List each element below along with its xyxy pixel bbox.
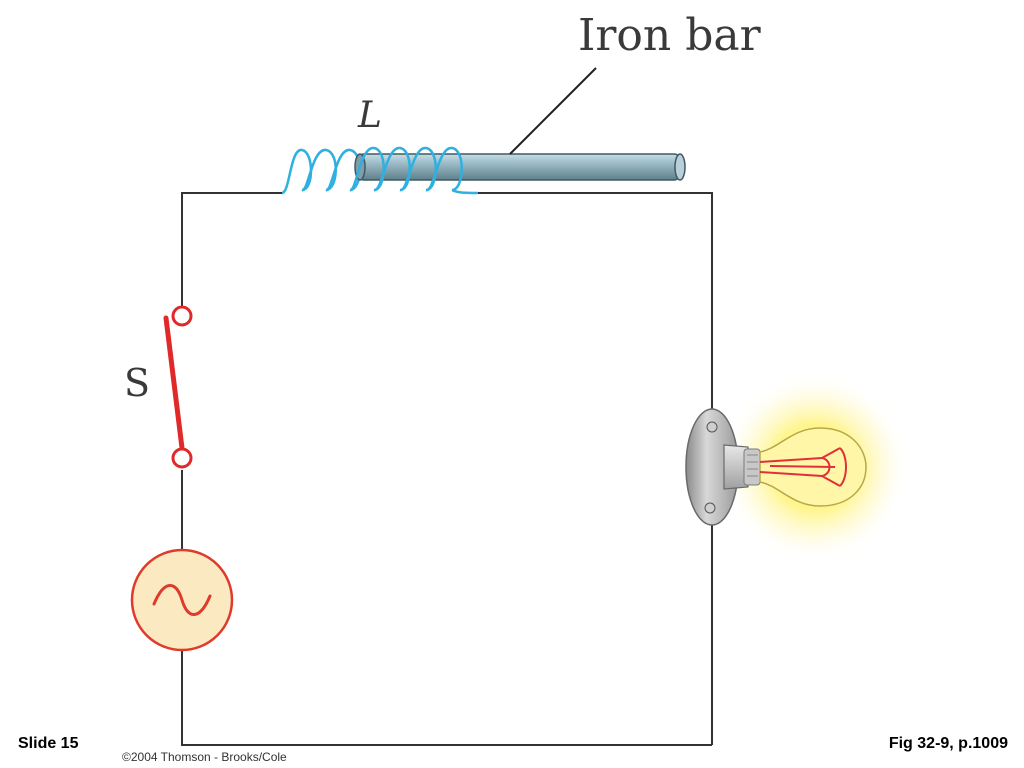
wire-top-right <box>478 192 713 420</box>
light-bulb-icon <box>685 372 910 562</box>
switch-top-terminal <box>171 305 193 327</box>
figure-reference: Fig 32-9, p.1009 <box>888 735 1008 752</box>
inductor-coil <box>281 148 361 195</box>
switch <box>163 305 193 469</box>
copyright-notice: ©2004 Thomson - Brooks/Cole <box>122 750 287 764</box>
circuit-wires <box>181 192 713 746</box>
iron-bar-leader-line <box>509 67 597 155</box>
iron-bar <box>354 153 686 181</box>
switch-blade <box>163 315 185 451</box>
slide-number: Slide 15 <box>18 735 79 752</box>
wire-top-left <box>181 192 282 308</box>
sine-wave-icon <box>152 584 212 616</box>
wire-bottom <box>181 650 712 746</box>
ac-source <box>130 548 234 652</box>
lamp-socket <box>723 444 749 490</box>
iron-bar-label: Iron bar <box>578 10 762 61</box>
inductor-label: L <box>357 95 382 136</box>
inductor-coil-front <box>348 146 479 195</box>
switch-bottom-terminal <box>171 447 193 469</box>
switch-label: S <box>124 361 150 405</box>
lamp-filament <box>759 447 847 487</box>
